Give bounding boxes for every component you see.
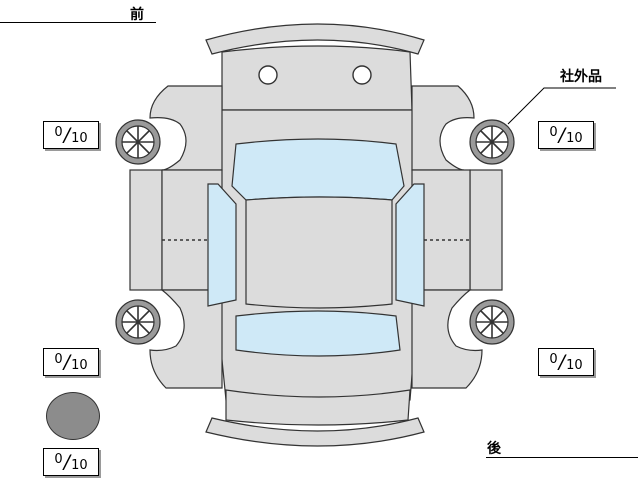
rear-right-quarter [411,289,483,389]
rear-left-quarter [149,289,223,389]
front-right-wheel-icon [469,119,515,165]
score-max: 10 [71,130,88,146]
score-max: 10 [566,357,583,373]
hood [221,45,413,111]
rear-right-wheel-icon [469,299,515,345]
score-slash: / [558,351,566,373]
score-max: 10 [566,130,583,146]
score-slash: / [63,124,71,146]
right-headlight [352,65,372,85]
score-slash: / [63,451,71,473]
rear-bumper [205,417,425,447]
rear-label: 後 [487,441,501,457]
front-left-wheel-icon [115,119,161,165]
front-underline [0,22,156,23]
rear-left-wheel-score: 0/10 [43,348,99,376]
front-bumper [205,23,425,55]
front-left-fender [149,85,223,171]
score-value: 0 [54,451,63,467]
score-max: 10 [71,357,88,373]
spare-tire-icon [46,392,100,440]
trunk [225,389,411,426]
front-label: 前 [130,7,144,23]
score-slash: / [558,124,566,146]
score-value: 0 [549,124,558,140]
score-value: 0 [549,351,558,367]
rear-left-wheel-icon [115,299,161,345]
aftermarket-leader-line [507,87,616,125]
score-value: 0 [54,351,63,367]
score-slash: / [63,351,71,373]
score-max: 10 [71,457,88,473]
score-value: 0 [54,124,63,140]
roof [245,196,393,309]
left-headlight [258,65,278,85]
left-front-door [129,169,163,291]
rear-window [235,310,401,357]
right-front-door [469,169,503,291]
rear-underline [486,457,638,458]
aftermarket-label: 社外品 [560,69,602,85]
rear-right-wheel-score: 0/10 [538,348,594,376]
left-side-window [207,183,237,307]
front-left-wheel-score: 0/10 [43,121,99,149]
front-right-fender [411,85,475,171]
front-right-wheel-score: 0/10 [538,121,594,149]
windshield [231,138,405,201]
spare-tire-score: 0/10 [43,448,99,476]
right-side-window [395,183,425,307]
